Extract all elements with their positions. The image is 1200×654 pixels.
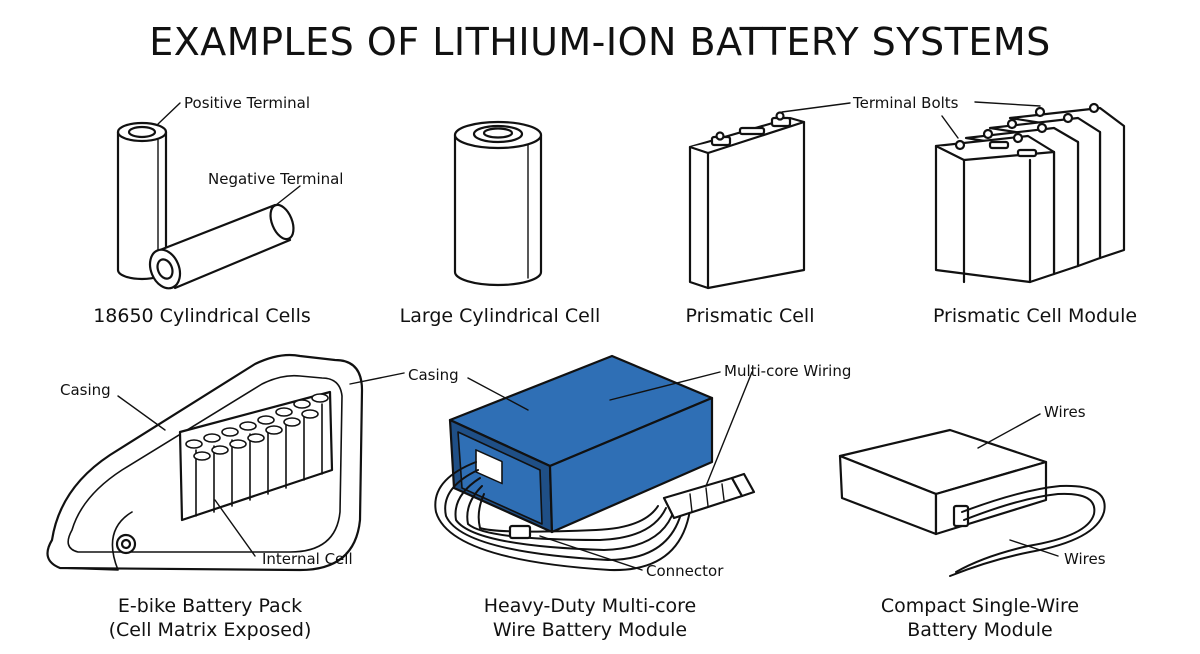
page-title: EXAMPLES OF LITHIUM-ION BATTERY SYSTEMS <box>149 20 1051 64</box>
caption-heavy-duty-line-1: Heavy-Duty Multi-core <box>483 595 697 617</box>
caption-18650-cylindrical-cells: 18650 Cylindrical Cells <box>93 305 311 327</box>
callout-ebike-casing: Casing <box>60 381 111 399</box>
callout-terminal-bolts: Terminal Bolts <box>853 94 959 112</box>
callout-positive-terminal: Positive Terminal <box>184 94 310 112</box>
heavy-duty-module-illustration <box>434 354 756 572</box>
callout-wires-bottom: Wires <box>1064 550 1106 568</box>
caption-prismatic-cell-module: Prismatic Cell Module <box>932 305 1138 327</box>
caption-prismatic-cell: Prismatic Cell <box>685 305 815 327</box>
callout-module-casing: Casing <box>408 366 459 384</box>
prismatic-cell-illustration <box>688 102 851 290</box>
caption-heavy-duty-line-2: Wire Battery Module <box>492 619 688 641</box>
caption-ebike-battery-pack: E-bike Battery Pack (Cell Matrix Exposed… <box>90 594 330 642</box>
ebike-battery-pack-illustration <box>46 353 405 572</box>
caption-compact-line-2: Battery Module <box>907 619 1053 641</box>
callout-internal-cell: Internal Cell <box>262 550 353 568</box>
prismatic-cell-module-illustration <box>934 101 1126 284</box>
callout-connector: Connector <box>646 562 724 580</box>
large-cylindrical-cell-illustration <box>453 120 543 287</box>
caption-ebike-line-2: (Cell Matrix Exposed) <box>108 619 312 641</box>
caption-ebike-line-1: E-bike Battery Pack <box>117 595 303 617</box>
compact-module-illustration <box>838 413 1106 577</box>
callout-wires-top: Wires <box>1044 403 1086 421</box>
cylindrical-cell-18650-illustration <box>116 102 301 290</box>
callout-multicore-wiring: Multi-core Wiring <box>724 362 852 380</box>
caption-compact-line-1: Compact Single-Wire <box>880 595 1080 617</box>
caption-large-cylindrical-cell: Large Cylindrical Cell <box>399 305 601 327</box>
callout-negative-terminal: Negative Terminal <box>208 170 344 188</box>
caption-compact-module: Compact Single-Wire Battery Module <box>860 594 1100 642</box>
caption-heavy-duty-module: Heavy-Duty Multi-core Wire Battery Modul… <box>460 594 720 642</box>
